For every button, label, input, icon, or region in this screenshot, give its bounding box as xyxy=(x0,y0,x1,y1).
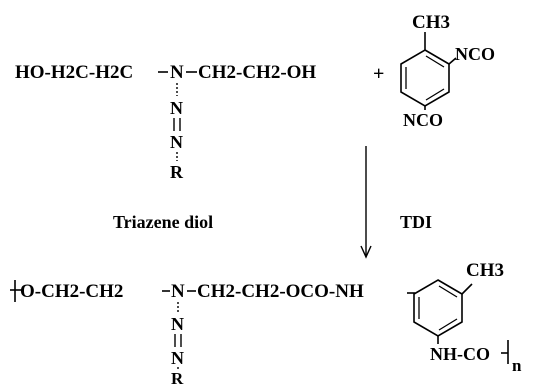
product-benzene-ring xyxy=(413,279,463,337)
tdi-ring-inner-bond-1 xyxy=(425,55,445,68)
reaction-arrow xyxy=(360,146,372,259)
product-nitrogen: N xyxy=(171,281,185,302)
reaction-arrow-head xyxy=(360,245,372,259)
triazene-diol-azo-n2: N xyxy=(170,132,183,152)
triazene-diol-substituent-r: R xyxy=(170,162,184,182)
triazene-diol-caption: Triazene diol xyxy=(113,212,213,232)
tdi-structure: CH3 NCO NCO TDI xyxy=(400,12,495,232)
product-azo-n2: N xyxy=(171,348,184,368)
triazene-diol-right-chain: CH2-CH2-OH xyxy=(198,62,316,83)
polyurethane-product: O-CH2-CH2 N CH2-CH2-OCO-NH N N R CH3 NH-… xyxy=(10,260,522,386)
tdi-isocyanate-2: NCO xyxy=(403,110,443,130)
product-repeat-unit-n: n xyxy=(512,356,522,375)
product-ring-inner-bond-1 xyxy=(438,285,458,298)
triazene-diol-structure: HO-H2C-H2C N CH2-CH2-OH N N R Triazene d… xyxy=(15,62,316,232)
triazene-diol-azo-n1: N xyxy=(170,98,183,118)
product-azo-n1: N xyxy=(171,314,184,334)
product-left-chain: O-CH2-CH2 xyxy=(20,281,123,302)
tdi-ring-inner-bond-3 xyxy=(425,88,445,101)
triazene-diol-nitrogen: N xyxy=(170,62,184,83)
tdi-bond-nco-1 xyxy=(448,57,457,65)
product-substituent-r: R xyxy=(171,369,184,386)
tdi-methyl: CH3 xyxy=(412,12,450,33)
tdi-benzene-ring xyxy=(400,49,450,107)
product-amide: NH-CO xyxy=(430,344,490,364)
product-bond-methyl xyxy=(461,283,473,295)
product-right-chain: CH2-CH2-OCO-NH xyxy=(197,281,364,302)
product-methyl: CH3 xyxy=(466,260,504,281)
product-ring-inner-bond-3 xyxy=(438,318,458,331)
plus-sign: + xyxy=(373,63,384,85)
tdi-isocyanate-1: NCO xyxy=(455,44,495,64)
tdi-caption: TDI xyxy=(400,212,432,232)
triazene-diol-left-chain: HO-H2C-H2C xyxy=(15,62,133,83)
